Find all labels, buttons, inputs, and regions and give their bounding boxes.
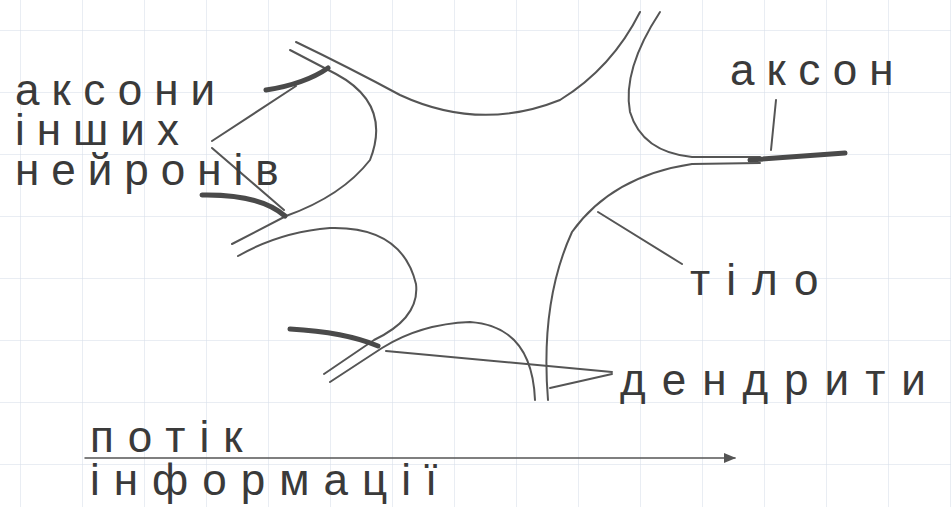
leader-line [550,374,612,388]
foreign-axon [202,195,285,216]
foreign-axon [266,68,328,90]
leader-line [386,351,612,372]
body-label: тіло [690,260,940,300]
axon-label: аксон [730,50,945,90]
cell-outline [296,12,640,115]
leader-line [771,100,776,150]
axons-label: аксони інших нейронів [15,70,355,190]
dendrites-label: дендрити [620,360,950,400]
flow-label: потік інформації [90,415,470,501]
foreign-axon [290,329,378,346]
leader-line [598,212,682,264]
axon [750,153,845,160]
